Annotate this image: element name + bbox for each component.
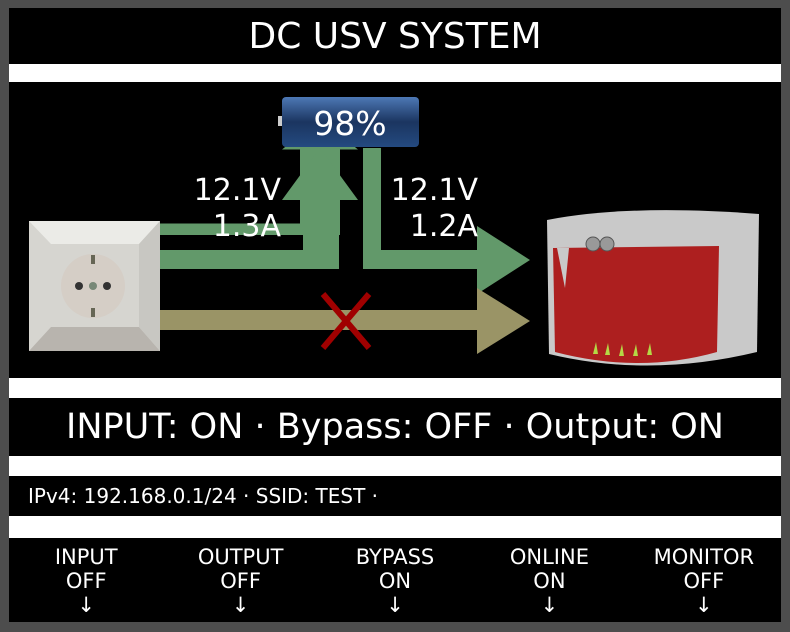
input-arrow-shaft bbox=[159, 148, 358, 269]
arrow-down-icon: ↓ bbox=[540, 593, 559, 617]
output-current: 1.2A bbox=[410, 209, 479, 244]
arrow-down-icon: ↓ bbox=[695, 593, 713, 617]
button-state: ON bbox=[378, 569, 412, 593]
network-info: IPv4: 192.168.0.1/24 · SSID: TEST · bbox=[9, 476, 781, 516]
button-label: BYPASS bbox=[355, 545, 435, 569]
bypass-blocked-x-icon bbox=[320, 292, 372, 350]
input-current: 1.3A bbox=[213, 209, 282, 244]
page-title: DC USV SYSTEM bbox=[9, 8, 781, 64]
arrow-down-icon: ↓ bbox=[386, 593, 404, 617]
button-label: ONLINE bbox=[509, 545, 589, 569]
power-socket-icon bbox=[29, 221, 160, 351]
button-state: OFF bbox=[65, 569, 107, 593]
battery-icon: 98% bbox=[278, 97, 419, 147]
button-label: MONITOR bbox=[653, 545, 755, 569]
button-state: OFF bbox=[683, 569, 725, 593]
divider bbox=[9, 378, 781, 398]
router-device-icon bbox=[547, 210, 759, 366]
battery-percent: 98% bbox=[313, 104, 386, 143]
divider bbox=[9, 516, 781, 538]
arrow-down-icon: ↓ bbox=[77, 593, 95, 617]
button-state: ON bbox=[533, 569, 566, 593]
input-voltage: 12.1V bbox=[194, 173, 282, 208]
button-label: OUTPUT bbox=[197, 545, 284, 569]
power-flow-diagram: 98% 12.1V 1.3A 12.1V 1.2A bbox=[9, 82, 781, 378]
button-label: INPUT bbox=[54, 545, 118, 569]
status-line: INPUT: ON · Bypass: OFF · Output: ON bbox=[9, 398, 781, 456]
arrow-down-icon: ↓ bbox=[231, 593, 250, 617]
output-voltage: 12.1V bbox=[391, 173, 479, 208]
divider bbox=[9, 64, 781, 82]
output-flow-arrow bbox=[363, 148, 530, 294]
divider bbox=[9, 456, 781, 476]
button-state: OFF bbox=[220, 569, 261, 593]
